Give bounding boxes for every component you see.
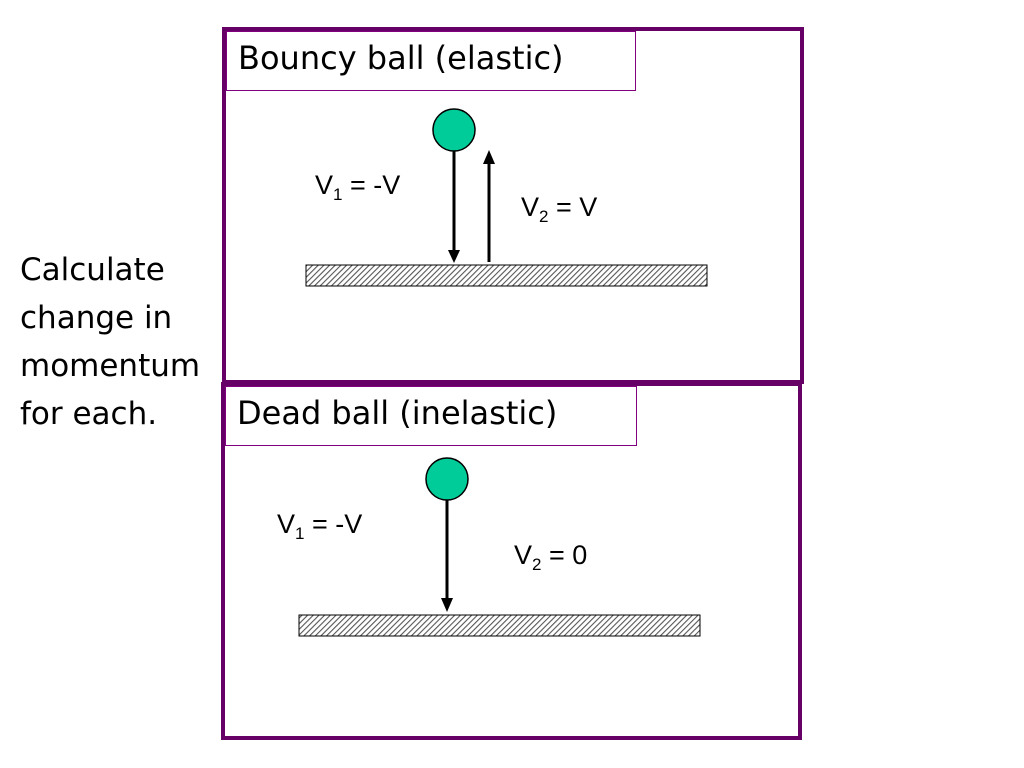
instruction-line: for each. xyxy=(20,396,158,432)
instruction-line: Calculate xyxy=(20,252,165,288)
inelastic-panel: Dead ball (inelastic) xyxy=(221,382,802,740)
incoming-arrowhead xyxy=(448,250,460,263)
elastic-panel-title: Bouncy ball (elastic) xyxy=(226,31,636,91)
bouncy-ball xyxy=(432,108,476,152)
instruction-line: momentum xyxy=(20,348,201,384)
inelastic-panel-title: Dead ball (inelastic) xyxy=(225,386,637,446)
incoming-arrowhead xyxy=(441,598,453,612)
instruction-text: Calculate change in momentum for each. xyxy=(20,246,200,438)
floor-surface xyxy=(298,614,701,637)
outgoing-arrowhead xyxy=(483,150,495,164)
instruction-line: change in xyxy=(20,300,173,336)
dead-ball xyxy=(425,457,469,501)
v1-label-elastic: V1 = -V xyxy=(315,170,400,204)
v2-label-inelastic: V2 = 0 xyxy=(514,540,587,574)
v1-label-inelastic: V1 = -V xyxy=(277,509,362,543)
elastic-panel: Bouncy ball (elastic) xyxy=(222,27,804,384)
floor-surface xyxy=(305,264,708,287)
v2-label-elastic: V2 = V xyxy=(521,192,597,226)
